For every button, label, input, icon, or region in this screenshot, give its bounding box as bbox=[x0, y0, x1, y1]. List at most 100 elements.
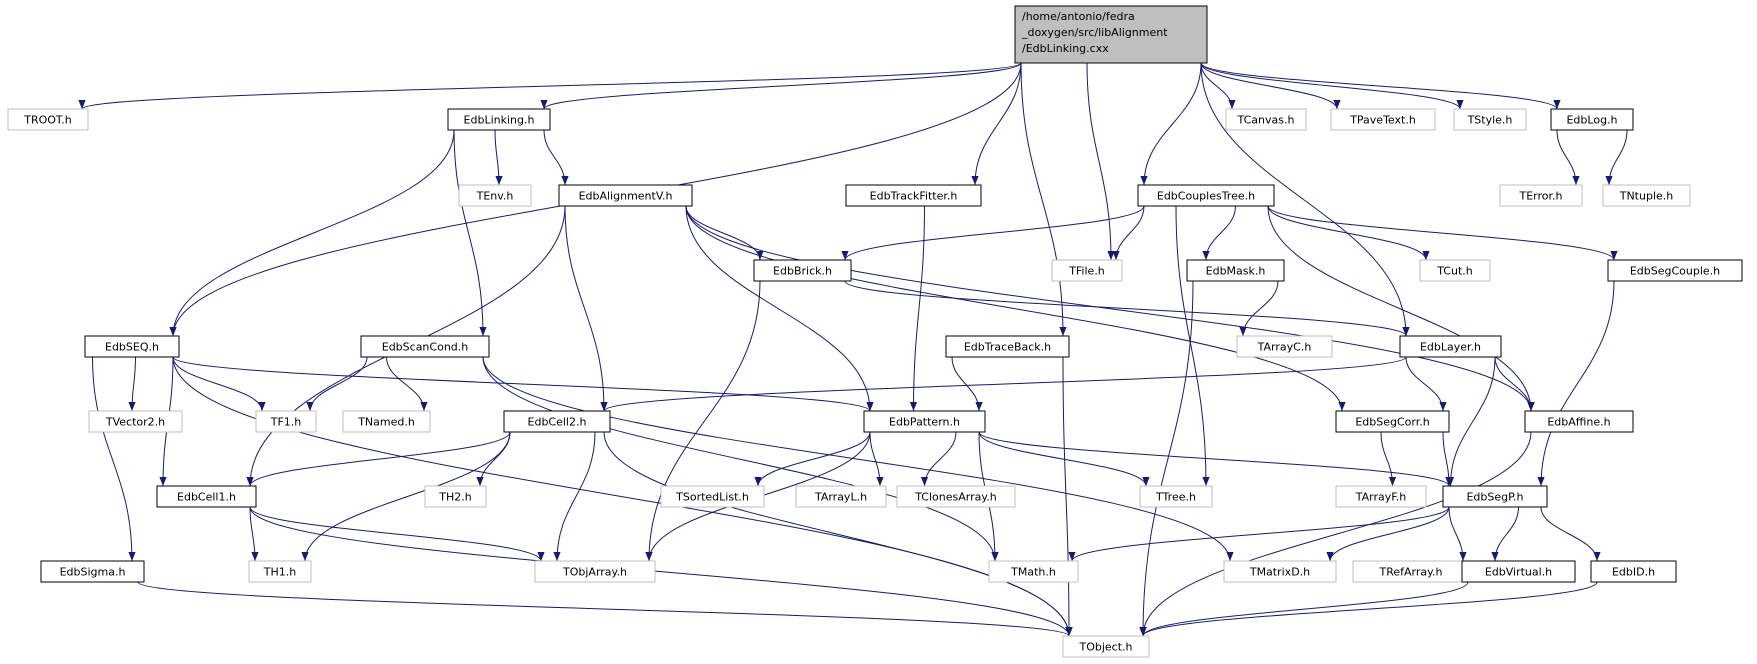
node-label-trefarray: TRefArray.h bbox=[1378, 566, 1442, 579]
node-label-tarrayc: TArrayC.h bbox=[1257, 341, 1312, 354]
edge-edbvirtual-to-tobject bbox=[1139, 581, 1469, 637]
node-troot: TROOT.h bbox=[7, 108, 89, 131]
node-box-tarrayc bbox=[1236, 335, 1333, 358]
edge-edbalignmentv-to-edbpattern bbox=[685, 205, 874, 412]
node-label-edbcell1: EdbCell1.h bbox=[177, 491, 236, 504]
node-edbvirtual[interactable]: EdbVirtual.h bbox=[1461, 560, 1576, 583]
node-edbcell2[interactable]: EdbCell2.h bbox=[503, 410, 611, 433]
edge-edbbrick-to-tobjarray bbox=[645, 280, 761, 562]
node-box-edbid bbox=[1590, 560, 1677, 583]
node-tsortedlist: TSortedList.h bbox=[660, 485, 765, 508]
node-tstyle: TStyle.h bbox=[1453, 108, 1527, 131]
node-box-th1 bbox=[248, 560, 312, 583]
node-box-tpavetext bbox=[1330, 108, 1436, 131]
edge-edbcouplestree-to-edbmask bbox=[1202, 205, 1236, 261]
edge-edbid-to-tobject bbox=[1139, 581, 1598, 637]
node-label-tstyle: TStyle.h bbox=[1467, 114, 1513, 127]
edge-edbcell1-to-tobjarray bbox=[249, 506, 545, 562]
edge-edbsegp-to-edbid bbox=[1540, 506, 1601, 562]
edge-edbcell1-to-th1 bbox=[249, 506, 259, 562]
edge-edbscancond-to-tnamed bbox=[386, 356, 428, 412]
node-box-tcut bbox=[1419, 259, 1491, 282]
node-box-tsortedlist bbox=[660, 485, 765, 508]
node-edblog[interactable]: EdbLog.h bbox=[1550, 108, 1634, 131]
node-label-edbseq: EdbSEQ.h bbox=[105, 341, 159, 354]
node-label-edblog: EdbLog.h bbox=[1566, 114, 1617, 127]
node-edblayer[interactable]: EdbLayer.h bbox=[1399, 335, 1502, 358]
node-box-edbaffine bbox=[1524, 410, 1634, 433]
node-box-edbtraceback bbox=[945, 335, 1070, 358]
edge-edbalignmentv-to-edbaffine bbox=[685, 205, 1535, 412]
node-edbsegp[interactable]: EdbSegP.h bbox=[1442, 485, 1548, 508]
node-box-tenv bbox=[458, 184, 532, 207]
node-label-edbcouplestree: EdbCouplesTree.h bbox=[1157, 190, 1255, 203]
node-ttree: TTree.h bbox=[1139, 485, 1213, 508]
root-file-node[interactable]: /home/antonio/fedra _doxygen/src/libAlig… bbox=[1014, 5, 1208, 64]
edge-edblog-to-terror bbox=[1556, 129, 1580, 186]
node-box-ttree bbox=[1139, 485, 1213, 508]
node-edbcell1[interactable]: EdbCell1.h bbox=[156, 485, 257, 508]
edge-edbscancond-to-tmatrixd bbox=[482, 356, 1234, 562]
node-box-edbcell2 bbox=[503, 410, 611, 433]
node-label-ttree: TTree.h bbox=[1155, 491, 1196, 504]
node-box-edbalignmentv bbox=[558, 184, 693, 207]
node-box-edbmask bbox=[1186, 259, 1285, 282]
node-label-edblayer: EdbLayer.h bbox=[1420, 341, 1481, 354]
node-edbsegcouple[interactable]: EdbSegCouple.h bbox=[1607, 259, 1743, 282]
node-box-tobjarray bbox=[534, 560, 656, 583]
edge-edblinking-to-edbalignmentv bbox=[543, 129, 569, 186]
node-box-th2 bbox=[424, 485, 487, 508]
node-edbscancond[interactable]: EdbScanCond.h bbox=[360, 335, 490, 358]
node-edbcouplestree[interactable]: EdbCouplesTree.h bbox=[1137, 184, 1275, 207]
node-box-tcanvas bbox=[1225, 108, 1307, 131]
edge-edbsigma-to-tobject bbox=[137, 581, 1073, 637]
node-tnamed: TNamed.h bbox=[342, 410, 431, 433]
node-edbtraceback[interactable]: EdbTraceBack.h bbox=[945, 335, 1070, 358]
edge-root-to-tstyle bbox=[1200, 62, 1464, 110]
node-label-edbsegp: EdbSegP.h bbox=[1466, 491, 1523, 504]
node-terror: TError.h bbox=[1499, 184, 1583, 207]
dependency-nodes: /home/antonio/fedra _doxygen/src/libAlig… bbox=[7, 5, 1743, 658]
node-label-edbbrick: EdbBrick.h bbox=[773, 265, 832, 278]
node-edbmask[interactable]: EdbMask.h bbox=[1186, 259, 1285, 282]
edge-edblayer-to-edbcell2 bbox=[600, 356, 1407, 412]
node-label-th1: TH1.h bbox=[263, 566, 296, 579]
node-box-terror bbox=[1499, 184, 1583, 207]
node-edbid[interactable]: EdbID.h bbox=[1590, 560, 1677, 583]
edge-edblayer-to-edbsegp bbox=[1446, 356, 1496, 487]
edge-edbcouplestree-to-edbaffine bbox=[1267, 205, 1535, 412]
edge-edbsegcorr-to-tarrayf bbox=[1380, 431, 1397, 487]
node-label-tcut: TCut.h bbox=[1436, 265, 1473, 278]
edge-edbseq-to-edbsigma bbox=[92, 356, 136, 562]
node-tmatrixd: TMatrixD.h bbox=[1223, 560, 1337, 583]
node-edbalignmentv[interactable]: EdbAlignmentV.h bbox=[558, 184, 693, 207]
edge-root-to-edbcouplestree bbox=[1140, 62, 1202, 186]
node-box-tstyle bbox=[1453, 108, 1527, 131]
node-edbtrackfitter[interactable]: EdbTrackFitter.h bbox=[845, 184, 982, 207]
node-box-tarrayf bbox=[1335, 485, 1427, 508]
node-edbaffine[interactable]: EdbAffine.h bbox=[1524, 410, 1634, 433]
node-edbpattern[interactable]: EdbPattern.h bbox=[863, 410, 986, 433]
node-edbsegcorr[interactable]: EdbSegCorr.h bbox=[1335, 410, 1450, 433]
node-box-tf1 bbox=[255, 410, 317, 433]
edge-edbcell2-to-th2 bbox=[476, 431, 511, 487]
node-box-tfile bbox=[1051, 259, 1123, 282]
edge-edbpattern-to-ttree bbox=[978, 431, 1150, 487]
edge-edbscancond-to-tmath bbox=[482, 356, 999, 562]
node-label-tmatrixd: TMatrixD.h bbox=[1249, 566, 1310, 579]
node-edblinking[interactable]: EdbLinking.h bbox=[447, 108, 551, 131]
node-label-edbalignmentv: EdbAlignmentV.h bbox=[579, 190, 673, 203]
node-box-tnamed bbox=[342, 410, 431, 433]
node-label-edbsegcouple: EdbSegCouple.h bbox=[1630, 265, 1720, 278]
node-box-edblinking bbox=[447, 108, 551, 131]
edge-edbsegp-to-trefarray bbox=[1448, 506, 1467, 562]
node-label-troot: TROOT.h bbox=[23, 114, 72, 127]
node-tarrayc: TArrayC.h bbox=[1236, 335, 1333, 358]
node-box-tobject bbox=[1062, 635, 1150, 658]
node-tarrayf: TArrayF.h bbox=[1335, 485, 1427, 508]
node-edbbrick[interactable]: EdbBrick.h bbox=[753, 259, 852, 282]
node-label-edbscancond: EdbScanCond.h bbox=[382, 341, 469, 354]
node-tmath: TMath.h bbox=[988, 560, 1079, 583]
node-edbseq[interactable]: EdbSEQ.h bbox=[84, 335, 180, 358]
node-edbsigma[interactable]: EdbSigma.h bbox=[40, 560, 145, 583]
